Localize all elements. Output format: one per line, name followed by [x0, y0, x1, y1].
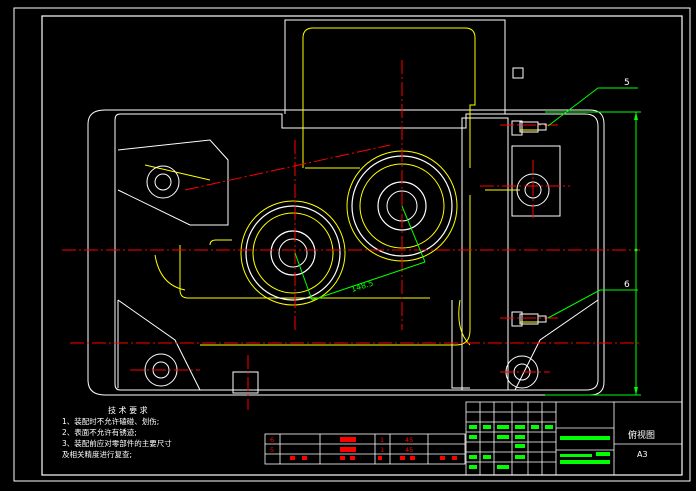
fittings — [519, 121, 547, 325]
parts-list-marks — [290, 437, 457, 460]
part-no-6: 6 — [270, 436, 274, 444]
callout-6: 6 — [624, 280, 630, 290]
hidden-lines — [144, 27, 540, 346]
bearing-left — [240, 200, 346, 306]
part-qty-6: 1 — [380, 436, 384, 444]
part-qty-5: 1 — [380, 446, 384, 454]
tech-req-item-4: 及相关精度进行复查; — [62, 449, 132, 459]
tech-req-title: 技 术 要 求 — [108, 405, 148, 415]
parts-list — [264, 433, 466, 465]
tech-req-item-1: 1、装配时不允许磕碰、划伤; — [62, 416, 159, 426]
bolt-holes — [144, 165, 550, 389]
technical-requirements: 技 术 要 求 1、装配时不允许磕碰、划伤; 2、表面不允许有锈迹; 3、装配前… — [62, 405, 172, 459]
callout-5: 5 — [624, 78, 630, 88]
center-lines — [62, 60, 640, 410]
title-block-marks — [469, 425, 610, 469]
title-block — [465, 401, 683, 476]
part-no-5: 5 — [270, 446, 274, 454]
callout-6-leader — [547, 289, 638, 319]
dimension-marks — [634, 112, 638, 395]
sheet-outer-border — [13, 7, 691, 482]
part-material-6: 45 — [405, 436, 413, 444]
sheet-inner-border — [41, 15, 683, 476]
callout-5-leader — [547, 87, 638, 127]
sheet-size: A3 — [637, 450, 648, 459]
view-name: 俯视图 — [628, 429, 655, 441]
parts-list-text: 6 5 1 1 45 45 — [270, 436, 413, 454]
dimension-lines — [294, 87, 641, 396]
part-material-5: 45 — [405, 446, 413, 454]
tech-req-item-2: 2、表面不允许有锈迹; — [62, 427, 137, 437]
tech-req-item-3: 3、装配前应对零部件的主要尺寸 — [62, 438, 172, 448]
